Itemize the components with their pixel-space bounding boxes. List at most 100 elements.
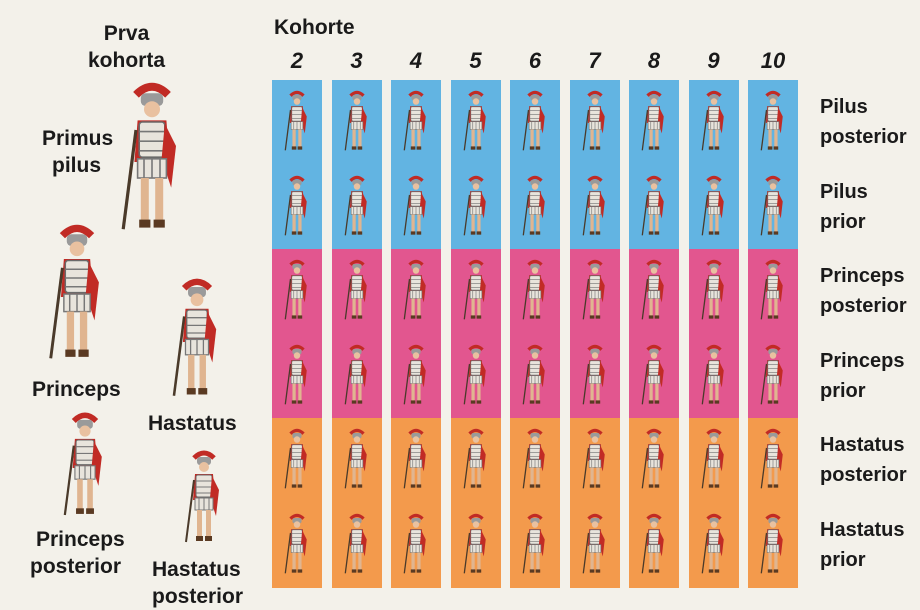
soldier-icon	[463, 259, 489, 325]
hastatus-posterior-label: Hastatus posterior	[152, 556, 243, 610]
soldier-icon	[582, 344, 608, 410]
soldier-cell-cohort-10-row-3	[748, 249, 798, 334]
soldier-cell-cohort-6-row-3	[510, 249, 560, 334]
rank-label-line: Pilus	[820, 92, 907, 122]
soldier-cell-cohort-9-row-1	[689, 80, 739, 165]
soldier-icon	[701, 259, 727, 325]
soldier-cell-cohort-5-row-1	[451, 80, 501, 165]
soldier-icon	[522, 90, 548, 156]
hastatus-posterior-label-line1: Hastatus	[152, 556, 243, 583]
rank-label-line: Princeps	[820, 346, 904, 376]
cohort-number-4: 4	[391, 48, 441, 74]
soldier-icon	[641, 513, 667, 579]
soldier-icon	[641, 259, 667, 325]
cohort-number-10: 10	[748, 48, 798, 74]
soldier-cell-cohort-8-row-3	[629, 249, 679, 334]
soldier-icon	[760, 428, 786, 494]
soldier-icon	[760, 90, 786, 156]
cohort-number-3: 3	[332, 48, 382, 74]
princeps-posterior-figure	[58, 412, 112, 524]
soldier-icon	[522, 175, 548, 241]
soldier-cell-cohort-3-row-2	[332, 165, 382, 250]
rank-label-line: prior	[820, 545, 904, 575]
first-cohort-label-line1: Prva	[88, 20, 165, 47]
soldier-icon	[522, 344, 548, 410]
soldier-cell-cohort-2-row-3	[272, 249, 322, 334]
soldier-cell-cohort-4-row-2	[391, 165, 441, 250]
soldier-cell-cohort-10-row-1	[748, 80, 798, 165]
soldier-cell-cohort-9-row-3	[689, 249, 739, 334]
cohort-number-6: 6	[510, 48, 560, 74]
cohort-number-5: 5	[451, 48, 501, 74]
soldier-cell-cohort-2-row-1	[272, 80, 322, 165]
princeps-posterior-label-line1: Princeps	[30, 526, 125, 553]
rank-label-line: posterior	[820, 291, 907, 321]
soldier-icon	[760, 259, 786, 325]
soldier-cell-cohort-6-row-4	[510, 334, 560, 419]
soldier-icon	[701, 90, 727, 156]
soldier-icon	[760, 344, 786, 410]
soldier-cell-cohort-4-row-1	[391, 80, 441, 165]
hastatus-label: Hastatus	[148, 410, 237, 437]
soldier-cell-cohort-8-row-6	[629, 503, 679, 588]
soldier-cell-cohort-6-row-1	[510, 80, 560, 165]
soldier-icon	[403, 259, 429, 325]
cohort-number-8: 8	[629, 48, 679, 74]
soldier-cell-cohort-9-row-4	[689, 334, 739, 419]
hastatus-figure	[168, 278, 226, 406]
soldier-icon	[284, 90, 310, 156]
soldier-icon	[463, 344, 489, 410]
soldier-icon	[344, 175, 370, 241]
soldier-cell-cohort-5-row-4	[451, 334, 501, 419]
soldier-icon	[344, 428, 370, 494]
soldier-cell-cohort-3-row-3	[332, 249, 382, 334]
princeps-posterior-label: Princeps posterior	[30, 526, 125, 580]
soldier-cell-cohort-2-row-5	[272, 418, 322, 503]
princeps-figure	[44, 224, 110, 370]
soldier-icon	[522, 428, 548, 494]
soldier-cell-cohort-7-row-1	[570, 80, 620, 165]
rank-label-line: posterior	[820, 460, 907, 490]
soldier-cell-cohort-4-row-5	[391, 418, 441, 503]
soldier-icon	[284, 259, 310, 325]
soldier-cell-cohort-3-row-6	[332, 503, 382, 588]
soldier-cell-cohort-4-row-3	[391, 249, 441, 334]
soldier-cell-cohort-2-row-4	[272, 334, 322, 419]
soldier-icon	[403, 344, 429, 410]
soldier-icon	[284, 175, 310, 241]
rank-label-line: prior	[820, 376, 904, 406]
soldier-cell-cohort-3-row-1	[332, 80, 382, 165]
soldier-cell-cohort-10-row-4	[748, 334, 798, 419]
soldier-cell-cohort-7-row-3	[570, 249, 620, 334]
soldier-icon	[582, 428, 608, 494]
soldier-icon	[403, 513, 429, 579]
soldier-cell-cohort-10-row-2	[748, 165, 798, 250]
soldier-icon	[284, 344, 310, 410]
soldier-icon	[641, 428, 667, 494]
soldier-cell-cohort-9-row-2	[689, 165, 739, 250]
soldier-cell-cohort-7-row-2	[570, 165, 620, 250]
soldier-icon	[701, 428, 727, 494]
soldier-icon	[403, 428, 429, 494]
first-cohort-label: Prva kohorta	[88, 20, 165, 74]
soldier-icon	[582, 90, 608, 156]
soldier-icon	[522, 513, 548, 579]
soldier-cell-cohort-5-row-2	[451, 165, 501, 250]
soldier-icon	[463, 428, 489, 494]
soldier-cell-cohort-4-row-6	[391, 503, 441, 588]
princeps-posterior-label-line2: posterior	[30, 553, 125, 580]
soldier-icon	[344, 513, 370, 579]
soldier-icon	[344, 344, 370, 410]
rank-label-line: prior	[820, 207, 868, 237]
soldier-cell-cohort-7-row-4	[570, 334, 620, 419]
cohort-number-7: 7	[570, 48, 620, 74]
soldier-icon	[284, 428, 310, 494]
soldier-icon	[701, 344, 727, 410]
soldier-cell-cohort-7-row-5	[570, 418, 620, 503]
soldier-cell-cohort-8-row-2	[629, 165, 679, 250]
soldier-icon	[582, 175, 608, 241]
